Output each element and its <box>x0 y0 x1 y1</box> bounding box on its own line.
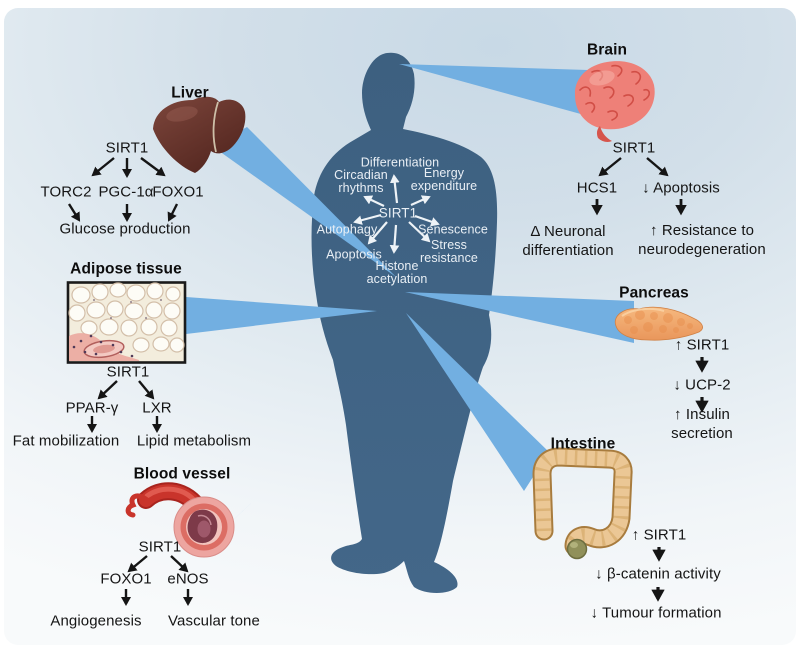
body-silhouette <box>311 52 498 594</box>
vessel-title: Blood vessel <box>133 465 231 483</box>
pancreas-step-insulin: ↑ Insulin secretion <box>671 406 733 442</box>
liver-title: Liver <box>171 84 209 102</box>
vessel-target-foxo1: FOXO1 <box>100 570 152 588</box>
pancreas-step-ucp2: ↓ UCP-2 <box>673 376 731 394</box>
arrow-central-top <box>389 174 400 204</box>
vessel-regulator: SIRT1 <box>138 538 182 556</box>
figure-panel: Differentiation Circadian rhythms Energy… <box>4 8 796 645</box>
arrow-central-right <box>414 214 440 227</box>
blood-vessel-illustration <box>125 482 235 558</box>
arrow-vessel-foxo1 <box>127 555 148 573</box>
liver-target-pgc1a: PGC-1α <box>98 183 154 201</box>
vessel-outcome-vascular-tone: Vascular tone <box>168 612 260 630</box>
liver-target-foxo1: FOXO1 <box>152 183 204 201</box>
intestine-title: Intestine <box>550 435 616 453</box>
central-function-senescence: Senescence <box>418 222 488 237</box>
arrow-adipose-lxr <box>138 380 155 400</box>
vessel-outcome-angiogenesis: Angiogenesis <box>50 612 142 630</box>
intestine-step-sirt1: ↑ SIRT1 <box>631 526 687 544</box>
brain-target-hcs1: HCS1 <box>576 179 618 197</box>
arrow-torc2-outcome <box>67 203 81 222</box>
arrow-vessel-enos <box>170 555 189 573</box>
beam-intestine <box>406 313 549 491</box>
brain-illustration <box>574 61 655 142</box>
central-function-energy-expenditure: Energy expenditure <box>410 166 478 193</box>
beams <box>186 64 634 541</box>
intestine-step-tumour: ↓ Tumour formation <box>590 604 722 622</box>
liver-outcome: Glucose production <box>59 220 191 238</box>
pancreas-step-sirt1: ↑ SIRT1 <box>674 336 730 354</box>
brain-target-apoptosis: ↓ Apoptosis <box>642 179 720 197</box>
central-hub-sirt1: SIRT1 <box>378 205 418 221</box>
intestine-illustration <box>532 447 633 560</box>
intestine-step-bcatenin: ↓ β-catenin activity <box>595 565 721 583</box>
brain-regulator: SIRT1 <box>612 139 656 157</box>
arrow-brain-hcs1 <box>598 157 622 177</box>
beam-vessel <box>211 391 370 541</box>
pathway-arrows <box>67 157 709 607</box>
central-function-autophagy: Autophagy <box>316 222 378 237</box>
beam-liver <box>212 127 396 277</box>
adipose-target-ppar: PPAR-γ <box>65 399 119 417</box>
beam-pancreas <box>405 292 634 343</box>
arrow-central-left <box>353 213 382 225</box>
beam-adipose <box>186 297 377 334</box>
arrow-central-top-right <box>410 195 431 207</box>
arrow-brain-apoptosis <box>646 157 669 177</box>
adipose-illustration <box>66 281 187 364</box>
adipose-outcome-lipid: Lipid metabolism <box>136 432 252 450</box>
adipose-title: Adipose tissue <box>70 260 182 278</box>
arrow-central-bottom-right <box>408 221 431 243</box>
pancreas-title: Pancreas <box>619 284 689 302</box>
liver-regulator: SIRT1 <box>105 139 149 157</box>
liver-illustration <box>153 96 246 173</box>
arrow-central-bottom <box>389 224 400 254</box>
central-function-histone-acetylation: Histone acetylation <box>366 259 428 286</box>
central-function-circadian-rhythms: Circadian rhythms <box>334 168 388 195</box>
liver-target-torc2: TORC2 <box>40 183 92 201</box>
arrow-foxo1-outcome <box>167 203 179 222</box>
arrow-liver-torc2 <box>91 157 115 177</box>
central-function-stress-resistance: Stress resistance <box>420 238 478 265</box>
adipose-outcome-fat: Fat mobilization <box>12 432 120 450</box>
arrow-central-top-left <box>363 195 385 207</box>
adipose-regulator: SIRT1 <box>106 363 150 381</box>
arrow-adipose-ppar <box>97 380 118 400</box>
figure-art <box>66 52 709 607</box>
adipose-target-lxr: LXR <box>142 399 172 417</box>
arrow-liver-foxo1 <box>140 157 166 177</box>
central-arrows <box>353 174 440 254</box>
brain-title: Brain <box>586 41 628 59</box>
brain-outcome-neurodegeneration: ↑ Resistance to neurodegeneration <box>638 222 766 258</box>
brain-outcome-neuronal: Δ Neuronal differentiation <box>522 223 614 259</box>
central-function-apoptosis: Apoptosis <box>326 247 382 262</box>
beam-brain <box>399 64 588 116</box>
pancreas-illustration <box>614 306 703 341</box>
vessel-target-enos: eNOS <box>167 570 209 588</box>
arrow-central-bottom-left <box>367 221 388 245</box>
central-function-differentiation: Differentiation <box>360 155 440 170</box>
